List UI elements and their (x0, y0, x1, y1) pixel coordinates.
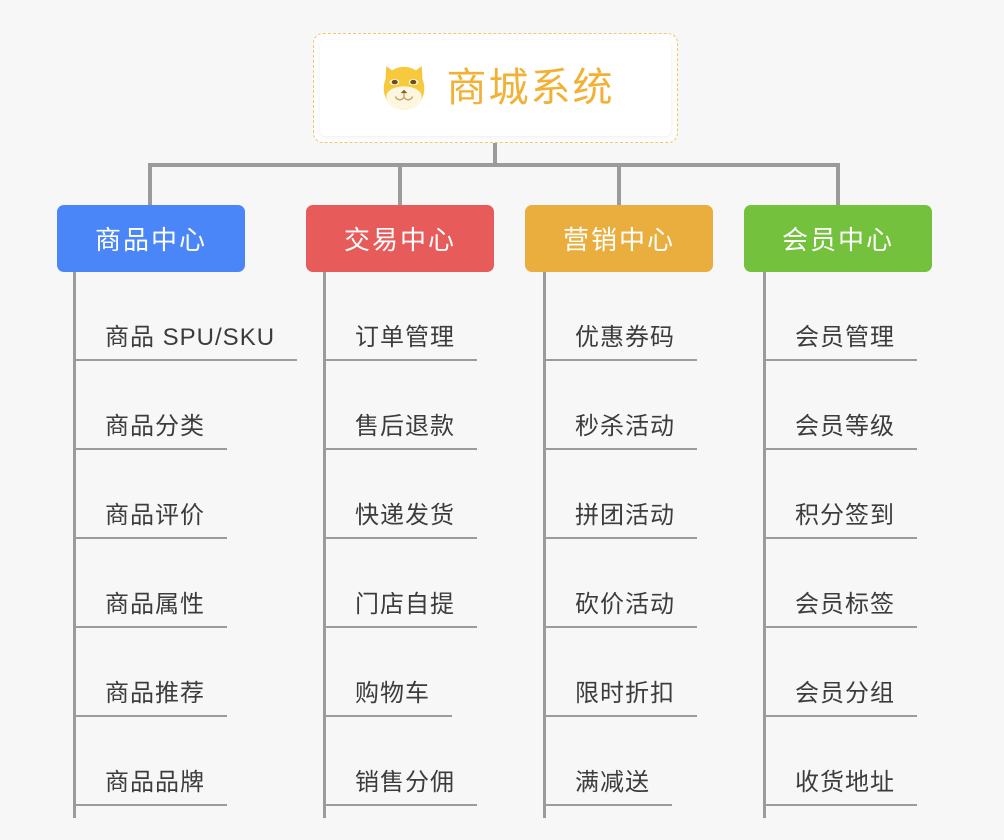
leaf-item-label: 门店自提 (323, 584, 477, 628)
leaf-item[interactable]: 会员等级 (763, 361, 917, 450)
horizontal-bus-connector (150, 163, 840, 167)
leaf-item[interactable]: 收货地址 (763, 717, 917, 806)
leaf-item[interactable]: 商品评价 (73, 450, 227, 539)
leaf-item[interactable]: 快递发货 (323, 450, 477, 539)
leaf-item-label: 会员标签 (763, 584, 917, 628)
leaf-item[interactable]: 商品 SPU/SKU (73, 272, 298, 361)
leaf-item-label: 商品 SPU/SKU (73, 317, 298, 361)
leaf-item[interactable]: 商品属性 (73, 539, 227, 628)
leaf-item-label: 限时折扣 (543, 673, 697, 717)
leaf-item-label: 销售分佣 (323, 762, 477, 806)
leaf-item-label: 积分签到 (763, 495, 917, 539)
root-node-inner-panel (320, 40, 671, 136)
leaf-item[interactable]: 门店自提 (323, 539, 477, 628)
root-stem-connector (493, 143, 497, 165)
category-drop-connector-3 (617, 163, 621, 207)
leaf-item[interactable]: 订单管理 (323, 272, 477, 361)
leaf-spine (323, 272, 326, 818)
leaf-item[interactable]: 会员标签 (763, 539, 917, 628)
leaf-item[interactable]: 会员分组 (763, 628, 917, 717)
leaf-item[interactable]: 售后退款 (323, 361, 477, 450)
leaf-item-label: 商品品牌 (73, 762, 227, 806)
leaf-item[interactable]: 优惠券码 (543, 272, 697, 361)
leaf-item-label: 商品分类 (73, 406, 227, 450)
leaf-item[interactable]: 商品推荐 (73, 628, 227, 717)
leaf-spine (763, 272, 766, 818)
category-drop-connector-4 (836, 163, 840, 207)
leaf-item-label: 优惠券码 (543, 317, 697, 361)
category-label: 营销中心 (562, 225, 675, 255)
category-label: 会员中心 (781, 225, 894, 255)
leaf-item-label: 砍价活动 (543, 584, 697, 628)
leaf-item[interactable]: 积分签到 (763, 450, 917, 539)
leaf-item-label: 会员等级 (763, 406, 917, 450)
leaf-item-label: 售后退款 (323, 406, 477, 450)
leaf-item[interactable]: 购物车 (323, 628, 452, 717)
root-node[interactable]: 商城系统 (313, 33, 678, 143)
shiba-dog-icon (377, 61, 431, 115)
leaf-item-label: 会员管理 (763, 317, 917, 361)
category-box-trade[interactable]: 交易中心 (306, 205, 494, 272)
root-node-content: 商城系统 (377, 61, 615, 115)
category-label: 交易中心 (343, 225, 456, 255)
leaf-item-label: 商品推荐 (73, 673, 227, 717)
leaf-item-label: 快递发货 (323, 495, 477, 539)
leaf-item[interactable]: 会员管理 (763, 272, 917, 361)
leaf-item[interactable]: 秒杀活动 (543, 361, 697, 450)
leaf-item-label: 拼团活动 (543, 495, 697, 539)
category-label: 商品中心 (94, 225, 207, 255)
leaf-item[interactable]: 拼团活动 (543, 450, 697, 539)
leaf-spine (73, 272, 76, 818)
category-box-product[interactable]: 商品中心 (57, 205, 245, 272)
category-drop-connector-1 (148, 163, 152, 207)
leaf-item-label: 秒杀活动 (543, 406, 697, 450)
category-box-member[interactable]: 会员中心 (744, 205, 932, 272)
category-box-marketing[interactable]: 营销中心 (525, 205, 713, 272)
leaf-item[interactable]: 销售分佣 (323, 717, 477, 806)
leaf-item[interactable]: 限时折扣 (543, 628, 697, 717)
leaf-item[interactable]: 商品品牌 (73, 717, 227, 806)
leaf-item[interactable]: 满减送 (543, 717, 672, 806)
leaf-item-label: 购物车 (323, 673, 452, 717)
leaf-item-label: 订单管理 (323, 317, 477, 361)
leaf-item-label: 满减送 (543, 762, 672, 806)
leaf-item[interactable]: 商品分类 (73, 361, 227, 450)
leaf-item-label: 商品属性 (73, 584, 227, 628)
leaf-item-label: 商品评价 (73, 495, 227, 539)
root-title: 商城系统 (446, 66, 615, 110)
leaf-item-label: 收货地址 (763, 762, 917, 806)
leaf-item-label: 会员分组 (763, 673, 917, 717)
category-drop-connector-2 (398, 163, 402, 207)
leaf-spine (543, 272, 546, 818)
leaf-item[interactable]: 砍价活动 (543, 539, 697, 628)
